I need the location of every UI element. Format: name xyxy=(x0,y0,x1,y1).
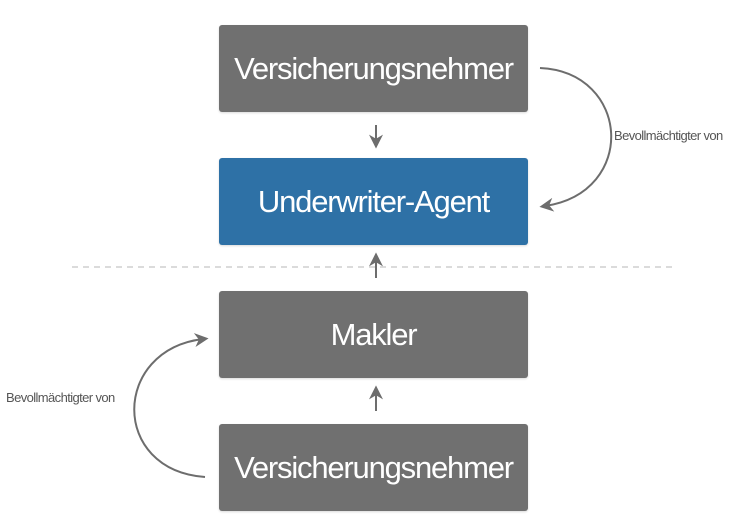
node-underwriter-agent: Underwriter-Agent xyxy=(219,158,528,245)
node-top-policyholder: Versicherungsnehmer xyxy=(219,25,528,112)
edge-label-left: Bevollmächtigter von xyxy=(6,390,115,405)
curved-arrow-right xyxy=(539,67,613,212)
node-underwriter-agent-label: Underwriter-Agent xyxy=(257,183,490,219)
node-bottom-policyholder-label: Versicherungsnehmer xyxy=(234,449,514,485)
node-bottom-policyholder: Versicherungsnehmer xyxy=(219,424,528,511)
node-broker: Makler xyxy=(219,291,528,378)
curved-arrow-left xyxy=(133,333,209,478)
edge-label-right: Bevollmächtigter von xyxy=(614,128,723,143)
node-broker-label: Makler xyxy=(330,316,418,352)
node-top-policyholder-label: Versicherungsnehmer xyxy=(234,50,514,86)
